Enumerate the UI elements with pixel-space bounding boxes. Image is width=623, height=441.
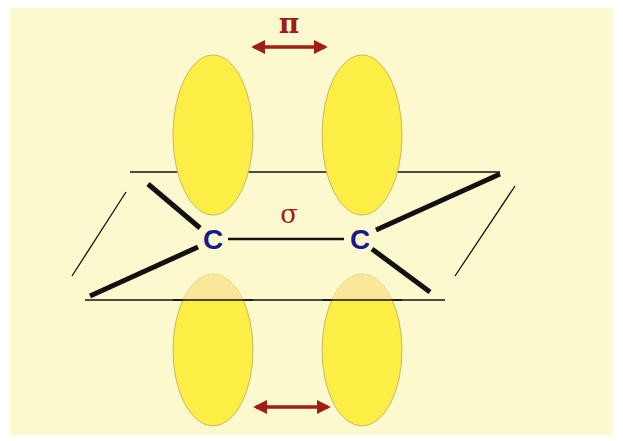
pi-overlap-arrow (256, 405, 328, 409)
p-orbital-lobes-lower (160, 260, 420, 426)
molecular-plane (72, 172, 515, 300)
pi-overlap-arrow (254, 45, 325, 49)
background (10, 8, 613, 435)
carbon-atom: C (203, 226, 223, 254)
sigma-bond (228, 238, 344, 241)
p-orbital-lobes-upper (173, 55, 402, 215)
carbon-atom: C (350, 226, 370, 254)
pi-symbol: π (279, 10, 300, 38)
substituent-bonds (90, 174, 500, 296)
sigma-symbol: σ (280, 201, 298, 227)
